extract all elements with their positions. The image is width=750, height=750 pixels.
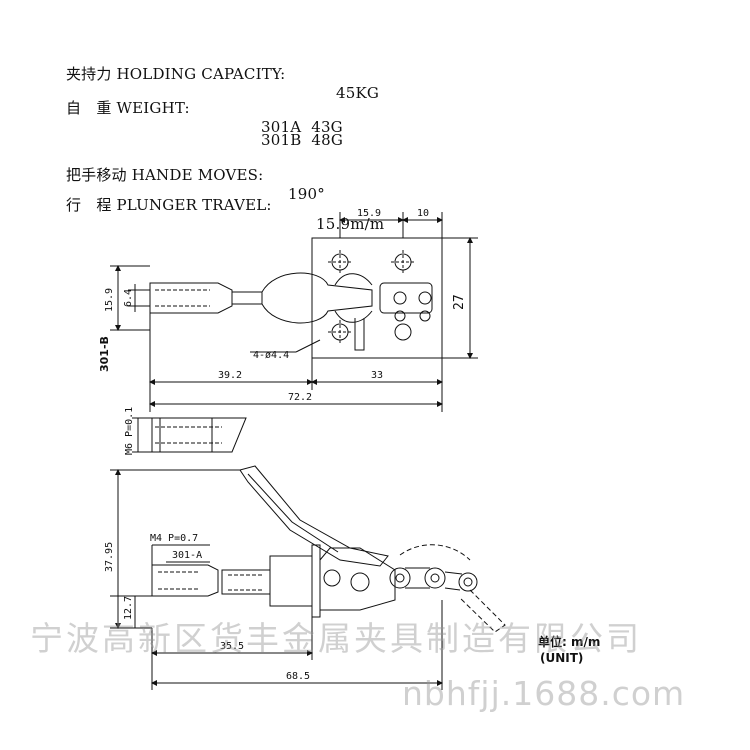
unit-label-en: (UNIT) [540, 651, 584, 665]
thread-b: M6 P=0.1 [124, 407, 135, 455]
dim-12-7: 12.7 [123, 596, 134, 620]
spec-moves-label: 把手移动 HANDE MOVES: [65, 166, 264, 184]
spec-moves: 把手移动 HANDE MOVES: 190° [56, 146, 325, 203]
spec-weight-value-a: 301A 43G [261, 118, 343, 136]
spec-capacity-label: 夹持力 HOLDING CAPACITY: [65, 65, 286, 83]
side-view [110, 465, 506, 690]
spec-capacity: 夹持力 HOLDING CAPACITY: 45KG [56, 45, 379, 102]
base-plate [311, 237, 443, 359]
dim-6-4: 6.4 [123, 289, 134, 307]
dim-35-5: 35.5 [220, 641, 244, 652]
model-301-a: 301-A [172, 550, 202, 561]
spec-capacity-value: 45KG [336, 84, 380, 102]
dim-15-9-top: 15.9 [357, 208, 381, 219]
spec-weight-label: 自 重 WEIGHT: [65, 99, 190, 117]
watermark-company: 宁波高新区货丰金属夹具制造有限公司 [30, 619, 642, 658]
dim-37-95: 37.95 [104, 542, 115, 572]
dim-33: 33 [371, 370, 383, 381]
thread-a: M4 P=0.7 [150, 533, 198, 544]
dim-holes: 4-ø4.4 [253, 350, 289, 361]
top-view [110, 212, 478, 412]
dim-72-2: 72.2 [288, 392, 312, 403]
plunger-detail [132, 417, 247, 453]
spec-weight-value-b: 301B 48G [261, 131, 344, 149]
dim-27: 27 [452, 294, 467, 310]
mount-hole [394, 323, 412, 341]
watermark-url: nbhfjj.1688.com [402, 674, 686, 713]
dim-10-top: 10 [417, 208, 429, 219]
spec-travel-label: 行 程 PLUNGER TRAVEL: [65, 196, 272, 214]
spec-weight: 自 重 WEIGHT: 301A 43G [56, 79, 343, 136]
spec-weight-b: 301B 48G [56, 113, 343, 149]
model-301-b: 301-B [98, 336, 111, 372]
spec-moves-value: 190° [288, 185, 325, 203]
dim-15-9-left: 15.9 [104, 288, 115, 312]
dim-68-5: 68.5 [286, 671, 310, 682]
unit-label: 单位: m/m [538, 635, 601, 649]
dim-39-2: 39.2 [218, 370, 242, 381]
